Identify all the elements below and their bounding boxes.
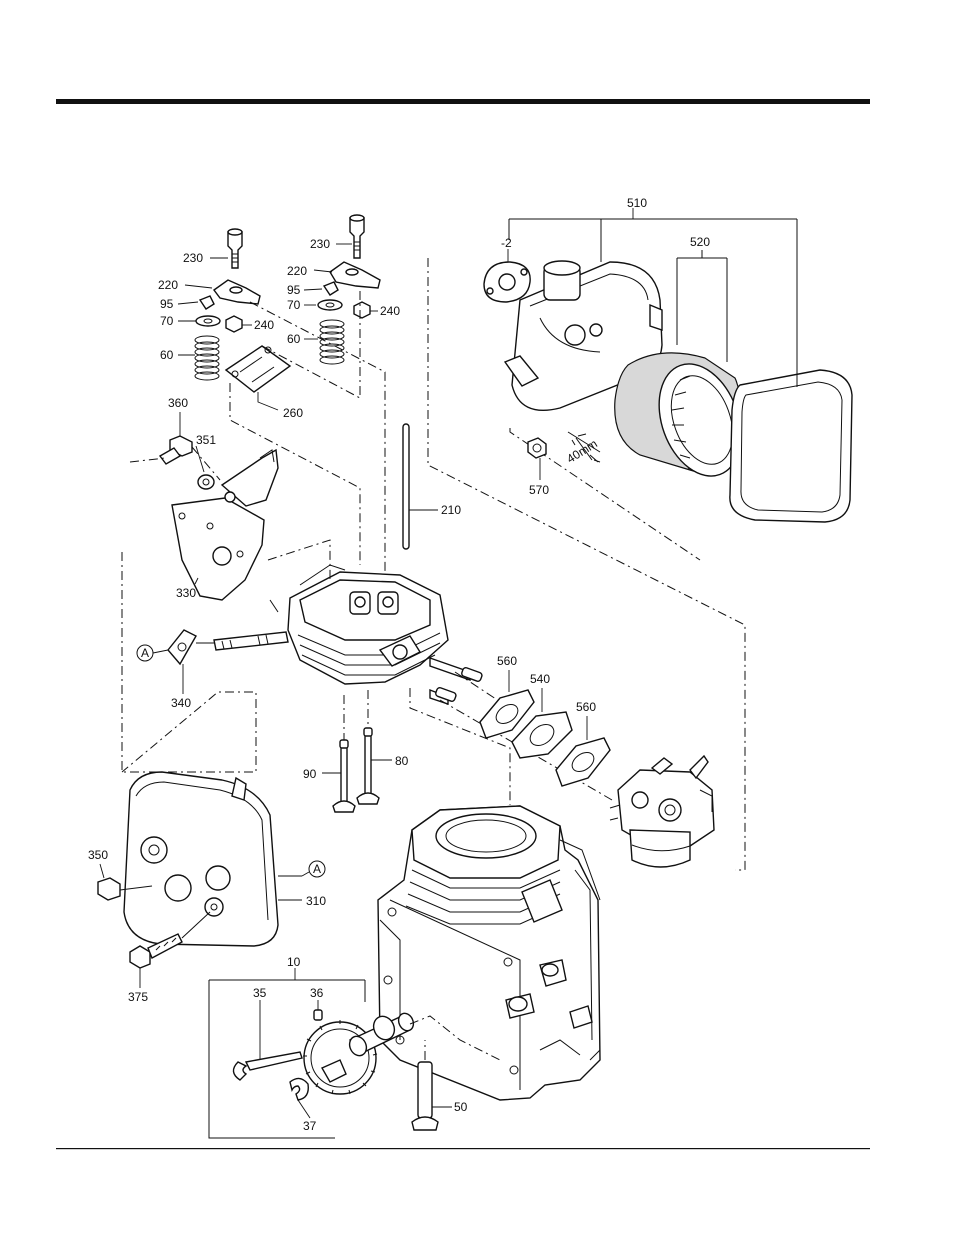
- callout-560-lower: 560: [576, 700, 596, 714]
- plug-and-gasket-340: [168, 630, 288, 694]
- wing-nut: [528, 438, 546, 458]
- rocker-stud: [350, 218, 364, 258]
- callout-540: 540: [530, 672, 550, 686]
- callout-70-right: 70: [287, 298, 301, 312]
- pre-cleaner-frame: [730, 370, 852, 522]
- callout-50: 50: [454, 1100, 468, 1114]
- callout-340: 340: [171, 696, 191, 710]
- callout-240-right: 240: [380, 304, 400, 318]
- valve-80: [357, 728, 392, 804]
- callout-230-right: 230: [310, 237, 330, 251]
- callout-570: 570: [529, 483, 549, 497]
- case-hole-icon: [565, 325, 585, 345]
- callout-70-left: 70: [160, 314, 174, 328]
- callout-2: -2: [501, 236, 512, 250]
- engine-bracket: [172, 450, 278, 600]
- callout-240-left: 240: [254, 318, 274, 332]
- callout-375: 375: [128, 990, 148, 1004]
- callout-210: 210: [441, 503, 461, 517]
- callout-360: 360: [168, 396, 188, 410]
- callout-520: 520: [690, 235, 710, 249]
- callout-60-right: 60: [287, 332, 301, 346]
- callout-95-left: 95: [160, 297, 174, 311]
- callout-a-lower: A: [313, 862, 321, 876]
- callout-90: 90: [303, 767, 317, 781]
- callout-310: 310: [306, 894, 326, 908]
- push-rod: [403, 424, 438, 549]
- callout-220-left: 220: [158, 278, 178, 292]
- callout-95-right: 95: [287, 283, 301, 297]
- washer-70: [196, 316, 220, 326]
- carburetor: [610, 756, 714, 867]
- header-rule: [56, 99, 870, 104]
- callout-10: 10: [287, 955, 301, 969]
- callout-510: 510: [627, 196, 647, 210]
- callout-260: 260: [283, 406, 303, 420]
- callout-351: 351: [196, 433, 216, 447]
- callout-220-right: 220: [287, 264, 307, 278]
- valve-spring-right: [320, 320, 344, 364]
- callout-350: 350: [88, 848, 108, 862]
- valve-spring-left: [195, 336, 219, 380]
- nut-240: [226, 316, 242, 332]
- callout-560-upper: 560: [497, 654, 517, 668]
- muffler: [122, 552, 302, 946]
- callout-36: 36: [310, 986, 324, 1000]
- pivot-95: [200, 296, 214, 309]
- callout-a-upper: A: [141, 646, 149, 660]
- callout-60-left: 60: [160, 348, 174, 362]
- callout-37: 37: [303, 1119, 317, 1133]
- cylinder-block: [378, 806, 600, 1100]
- rocker-stud: [228, 232, 242, 268]
- pin-36: [314, 1010, 322, 1020]
- valve-90: [322, 740, 355, 812]
- washer-351: [196, 446, 214, 489]
- callout-230-left: 230: [183, 251, 203, 265]
- footer-rule: [56, 1148, 870, 1149]
- callout-80: 80: [395, 754, 409, 768]
- callout-35: 35: [253, 986, 267, 1000]
- callout-330: 330: [176, 586, 196, 600]
